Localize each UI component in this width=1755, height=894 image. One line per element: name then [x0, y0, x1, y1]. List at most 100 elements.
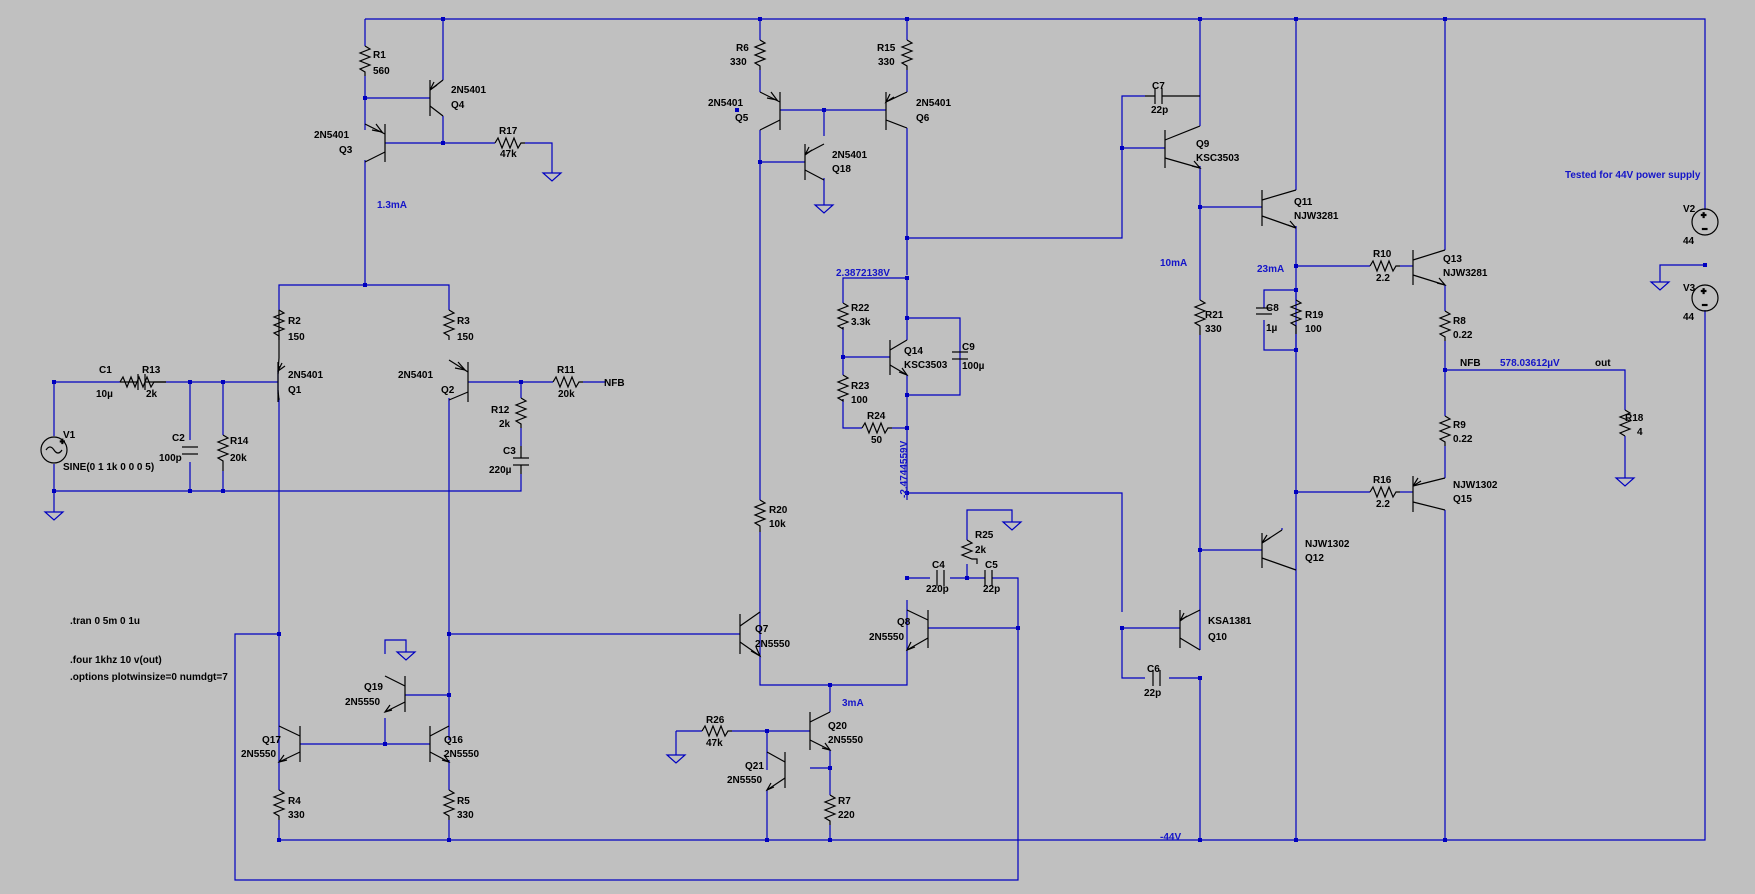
- junction-dots: [52, 17, 1707, 842]
- label-q5-model: 2N5401: [708, 98, 743, 109]
- label-q21-model: 2N5550: [727, 775, 762, 786]
- label-r26-name: R26: [706, 715, 725, 726]
- transistor-q11: [1261, 189, 1297, 229]
- label-c3-value: 220µ: [489, 465, 512, 476]
- directive-tran: .tran 0 5m 0 1u: [70, 616, 140, 627]
- voltage-source-v1: +: [40, 436, 68, 464]
- label-r16-name: R16: [1373, 475, 1392, 486]
- label-r4-name: R4: [288, 796, 301, 807]
- resistor-r11: [552, 375, 583, 389]
- label-v1-name: V1: [63, 430, 76, 441]
- resistor-r9: [1438, 415, 1452, 446]
- label-q7-name: Q7: [755, 624, 769, 635]
- transistor-q18: [804, 143, 825, 181]
- resistor-r14: [216, 434, 230, 471]
- transistor-q6: [884, 91, 908, 130]
- label-r13-value: 2k: [146, 389, 158, 400]
- label-r17-name: R17: [499, 126, 518, 137]
- label-q14-model: KSC3503: [904, 360, 948, 371]
- resistor-r13: [119, 375, 166, 389]
- label-q12-name: Q12: [1305, 553, 1324, 564]
- label-r3-value: 150: [457, 332, 474, 343]
- wires: [53, 18, 1706, 881]
- label-r11-name: R11: [557, 365, 575, 376]
- svg-text:+: +: [60, 437, 65, 446]
- transistor-q16: [429, 725, 451, 764]
- capacitor-c1: [120, 374, 166, 390]
- directive-four: .four 1khz 10 v(out): [70, 655, 162, 666]
- label-r20-name: R20: [769, 505, 788, 516]
- label-q10-name: Q10: [1208, 632, 1227, 643]
- voltage-source-v3: +−: [1691, 284, 1719, 312]
- label-r9-name: R9: [1453, 420, 1466, 431]
- label-r13-name: R13: [142, 365, 161, 376]
- voltage-source-v2: +−: [1691, 208, 1719, 236]
- label-q9-model: KSC3503: [1196, 153, 1240, 164]
- label-q1-model: 2N5401: [288, 370, 323, 381]
- svg-text:+: +: [1701, 286, 1706, 296]
- net-label-nfb-output: NFB: [1460, 358, 1481, 369]
- label-r2-value: 150: [288, 332, 305, 343]
- label-q15-name: Q15: [1453, 494, 1472, 505]
- label-r24-name: R24: [867, 411, 886, 422]
- label-c7-value: 22p: [1151, 105, 1168, 116]
- label-r6-name: R6: [736, 43, 749, 54]
- label-r11-value: 20k: [558, 389, 575, 400]
- transistor-q7: [739, 611, 762, 658]
- label-q8-name: Q8: [897, 617, 911, 628]
- capacitor-c9: [952, 351, 968, 360]
- resistor-r21: [1193, 299, 1207, 335]
- capacitor-c5: [984, 570, 993, 586]
- label-r1-name: R1: [373, 50, 386, 61]
- label-r20-value: 10k: [769, 519, 786, 530]
- annotation-rail-neg: -44V: [1160, 832, 1181, 843]
- label-q14-name: Q14: [904, 346, 923, 357]
- resistor-r16: [1369, 485, 1400, 499]
- label-r1-value: 560: [373, 66, 390, 77]
- label-r21-value: 330: [1205, 324, 1222, 335]
- label-c8-name: C8: [1266, 303, 1279, 314]
- label-q11-name: Q11: [1294, 197, 1313, 208]
- label-r16-value: 2.2: [1376, 499, 1390, 510]
- resistor-r18: [1618, 409, 1632, 437]
- annotation-voltage-2: -2.4744559V: [899, 440, 910, 498]
- label-q3-model: 2N5401: [314, 130, 349, 141]
- label-r18-value: 4: [1637, 427, 1643, 438]
- label-r14-value: 20k: [230, 453, 247, 464]
- label-r6-value: 330: [730, 57, 747, 68]
- label-q21-name: Q21: [745, 761, 764, 772]
- label-c1-value: 10µ: [96, 389, 113, 400]
- label-c2-value: 100p: [159, 453, 182, 464]
- label-q5-name: Q5: [735, 113, 749, 124]
- label-q7-model: 2N5550: [755, 639, 790, 650]
- annotation-supply-note: Tested for 44V power supply: [1565, 170, 1701, 181]
- capacitor-c4: [936, 570, 945, 586]
- svg-text:−: −: [1702, 300, 1707, 310]
- label-r14-name: R14: [230, 436, 249, 447]
- resistor-r8: [1438, 310, 1452, 341]
- label-q13-model: NJW3281: [1443, 268, 1488, 279]
- label-c4-name: C4: [932, 560, 945, 571]
- capacitor-c6: [1152, 670, 1161, 686]
- label-c9-value: 100µ: [962, 361, 985, 372]
- label-c6-name: C6: [1147, 664, 1160, 675]
- label-r21-name: R21: [1205, 310, 1224, 321]
- resistor-r1: [358, 45, 372, 76]
- label-r7-value: 220: [838, 810, 855, 821]
- resistor-r20: [753, 499, 767, 532]
- annotation-current-2: 3mA: [842, 698, 864, 709]
- ground-symbols: [43, 172, 1671, 764]
- label-r3-name: R3: [457, 316, 470, 327]
- label-r12-name: R12: [491, 405, 510, 416]
- resistor-r10: [1369, 259, 1400, 273]
- annotation-current-1: 1.3mA: [377, 200, 407, 211]
- label-r19-name: R19: [1305, 310, 1324, 321]
- annotation-voltage-1: 2.3872138V: [836, 268, 890, 279]
- transistor-q12: [1261, 529, 1297, 571]
- capacitor-c7: [1145, 88, 1200, 104]
- label-r15-name: R15: [877, 43, 896, 54]
- resistor-r26: [701, 724, 732, 738]
- svg-text:−: −: [1702, 224, 1707, 234]
- annotation-current-3: 10mA: [1160, 258, 1187, 269]
